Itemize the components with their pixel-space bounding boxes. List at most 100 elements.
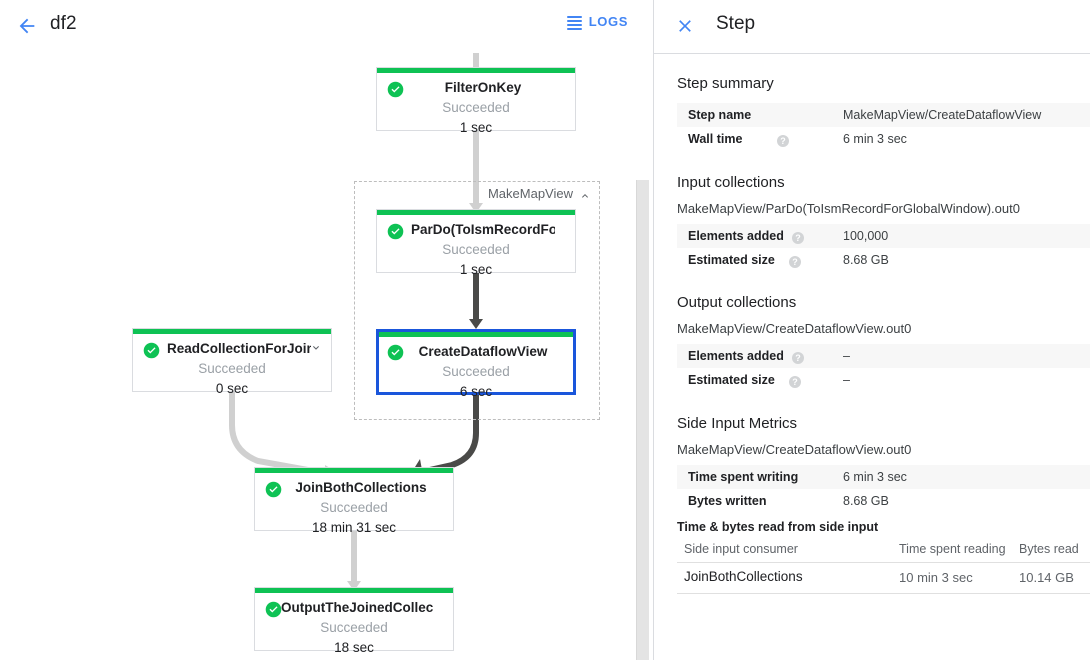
column-header-side-input-consumer: Side input consumer (684, 542, 798, 556)
node-title: OutputTheJoinedCollec… (281, 600, 433, 615)
section-title-side-input-metrics: Side Input Metrics (677, 415, 798, 432)
node-status-bar (255, 588, 453, 593)
check-circle-icon (387, 344, 404, 361)
check-circle-icon (143, 342, 160, 359)
node-status: Succeeded (442, 242, 510, 257)
kv-key: Time spent writing (688, 470, 799, 484)
group-label: MakeMapView (487, 186, 573, 201)
output-collection-name: MakeMapView/CreateDataflowView.out0 (677, 321, 912, 336)
help-icon[interactable]: ? (777, 135, 789, 147)
input-collection-name: MakeMapView/ParDo(ToIsmRecordForGlobalWi… (677, 201, 1020, 216)
table-header-row: Side input consumer Time spent reading B… (677, 540, 1090, 563)
logs-button[interactable]: LOGS (566, 14, 628, 30)
check-circle-icon (265, 481, 282, 498)
node-title: ReadCollectionForJoin (167, 341, 311, 356)
arrow-left-icon[interactable] (12, 11, 42, 41)
node-duration: 18 min 31 sec (311, 520, 397, 535)
help-icon[interactable]: ? (789, 256, 801, 268)
node-status-bar (255, 468, 453, 473)
node-duration: 0 sec (215, 381, 249, 396)
chevron-down-icon[interactable] (310, 341, 322, 353)
graph-vertical-scrollbar[interactable] (636, 180, 649, 660)
kv-key: Elements added (688, 229, 784, 243)
kv-key: Step name (688, 108, 752, 122)
node-duration: 18 sec (334, 640, 374, 655)
logs-button-label: LOGS (588, 14, 628, 29)
graph-node-create-dataflow-view[interactable]: CreateDataflowView Succeeded 6 sec (376, 329, 576, 399)
page-title: df2 (50, 13, 77, 34)
kv-row-input-estimated-size: Estimated size ? 8.68 GB (677, 248, 1090, 272)
step-panel-title: Step (716, 13, 756, 34)
node-title: JoinBothCollections (295, 480, 427, 495)
column-header-time-spent-reading: Time spent reading (899, 542, 1006, 556)
kv-row-wall-time: Wall time ? 6 min 3 sec (677, 127, 1090, 151)
kv-value: 100,000 (843, 229, 889, 243)
graph-node-join-both-collections[interactable]: JoinBothCollections Succeeded 18 min 31 … (254, 467, 454, 535)
pane-divider (653, 0, 654, 660)
kv-row-input-elements-added: Elements added ? 100,000 (677, 224, 1090, 248)
kv-row-time-spent-writing: Time spent writing 6 min 3 sec (677, 465, 1090, 489)
kv-row-bytes-written: Bytes written 8.68 GB (677, 489, 1090, 513)
kv-value: 6 min 3 sec (843, 470, 907, 484)
kv-key: Bytes written (688, 494, 767, 508)
kv-key: Wall time (688, 132, 743, 146)
kv-key: Estimated size (688, 253, 775, 267)
node-duration: 1 sec (459, 262, 493, 277)
graph-node-read-collection-for-join[interactable]: ReadCollectionForJoin Succeeded 0 sec (132, 328, 332, 396)
kv-key: Estimated size (688, 373, 775, 387)
section-title-step-summary: Step summary (677, 75, 774, 92)
list-icon (566, 15, 582, 30)
step-details-pane: Step Step summary Step name MakeMapView/… (654, 0, 1090, 660)
help-icon[interactable]: ? (789, 376, 801, 388)
node-title: CreateDataflowView (418, 344, 548, 359)
node-status-bar (377, 68, 575, 73)
graph-node-filter-on-key[interactable]: FilterOnKey Succeeded 1 sec (376, 67, 576, 135)
node-status-bar (377, 210, 575, 215)
chevron-up-icon[interactable] (579, 189, 591, 201)
cell-side-input-consumer: JoinBothCollections (684, 569, 803, 584)
node-duration: 6 sec (459, 384, 493, 399)
node-duration: 1 sec (459, 120, 493, 135)
side-input-read-table: Time & bytes read from side input Side i… (677, 520, 1090, 594)
check-circle-icon (265, 601, 282, 618)
step-panel-header: Step (654, 0, 1090, 54)
job-header: df2 LOGS (0, 0, 650, 54)
kv-row-step-name: Step name MakeMapView/CreateDataflowView (677, 103, 1090, 127)
node-title: ParDo(ToIsmRecordFor… (411, 222, 555, 237)
help-icon[interactable]: ? (792, 232, 804, 244)
kv-value: 8.68 GB (843, 494, 889, 508)
kv-value: 6 min 3 sec (843, 132, 907, 146)
kv-key: Elements added (688, 349, 784, 363)
graph-node-pardo-toismrecordfor[interactable]: ParDo(ToIsmRecordFor… Succeeded 1 sec (376, 209, 576, 277)
node-status: Succeeded (320, 500, 388, 515)
section-title-output-collections: Output collections (677, 294, 797, 311)
job-graph-canvas[interactable]: MakeMapView FilterOnKey Succeeded (0, 53, 650, 660)
node-status: Succeeded (442, 100, 510, 115)
column-header-bytes-read: Bytes read (1019, 542, 1079, 556)
graph-edges (229, 53, 483, 591)
help-icon[interactable]: ? (792, 352, 804, 364)
close-icon[interactable] (671, 12, 699, 40)
side-input-table-title: Time & bytes read from side input (677, 520, 879, 534)
table-row: JoinBothCollections 10 min 3 sec 10.14 G… (677, 563, 1090, 594)
check-circle-icon (387, 81, 404, 98)
job-graph-pane: df2 LOGS (0, 0, 650, 660)
kv-value: 8.68 GB (843, 253, 889, 267)
graph-node-output-the-joined-collection[interactable]: OutputTheJoinedCollec… Succeeded 18 sec (254, 587, 454, 655)
step-panel-body: Step summary Step name MakeMapView/Creat… (654, 53, 1090, 660)
kv-value: MakeMapView/CreateDataflowView (843, 108, 1042, 122)
node-title: FilterOnKey (444, 80, 522, 95)
node-status-bar (133, 329, 331, 334)
section-title-input-collections: Input collections (677, 174, 785, 191)
kv-value: – (843, 373, 850, 387)
node-status: Succeeded (198, 361, 266, 376)
kv-value: – (843, 349, 850, 363)
side-input-collection-name: MakeMapView/CreateDataflowView.out0 (677, 442, 912, 457)
cell-time-spent-reading: 10 min 3 sec (899, 570, 973, 585)
group-makemapview[interactable]: MakeMapView (354, 181, 600, 420)
node-status: Succeeded (320, 620, 388, 635)
kv-row-output-estimated-size: Estimated size ? – (677, 368, 1090, 392)
node-status-bar (379, 332, 573, 337)
cell-bytes-read: 10.14 GB (1019, 570, 1074, 585)
